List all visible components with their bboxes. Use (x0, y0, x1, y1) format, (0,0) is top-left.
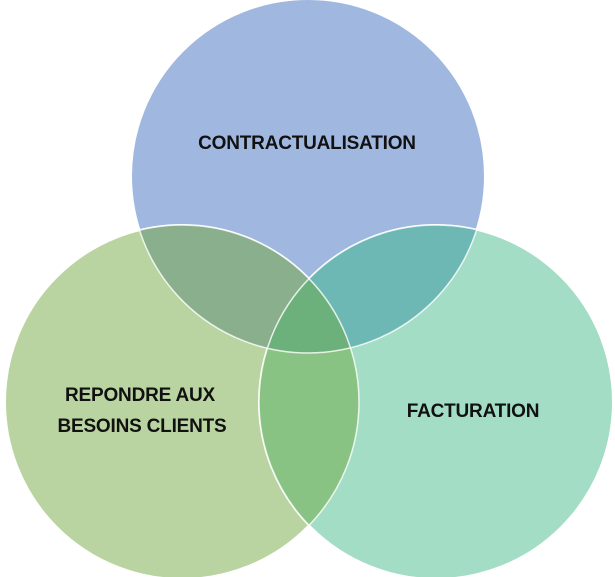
overlap-top-left (131, 225, 359, 353)
label-contractualisation: CONTRACTUALISATION (198, 133, 416, 154)
label-repondre-line-2: BESOINS CLIENTS (57, 416, 226, 437)
label-facturation: FACTURATION (407, 401, 540, 422)
label-repondre-line-1: REPONDRE AUX (65, 385, 215, 406)
overlap-top-right (259, 225, 485, 353)
